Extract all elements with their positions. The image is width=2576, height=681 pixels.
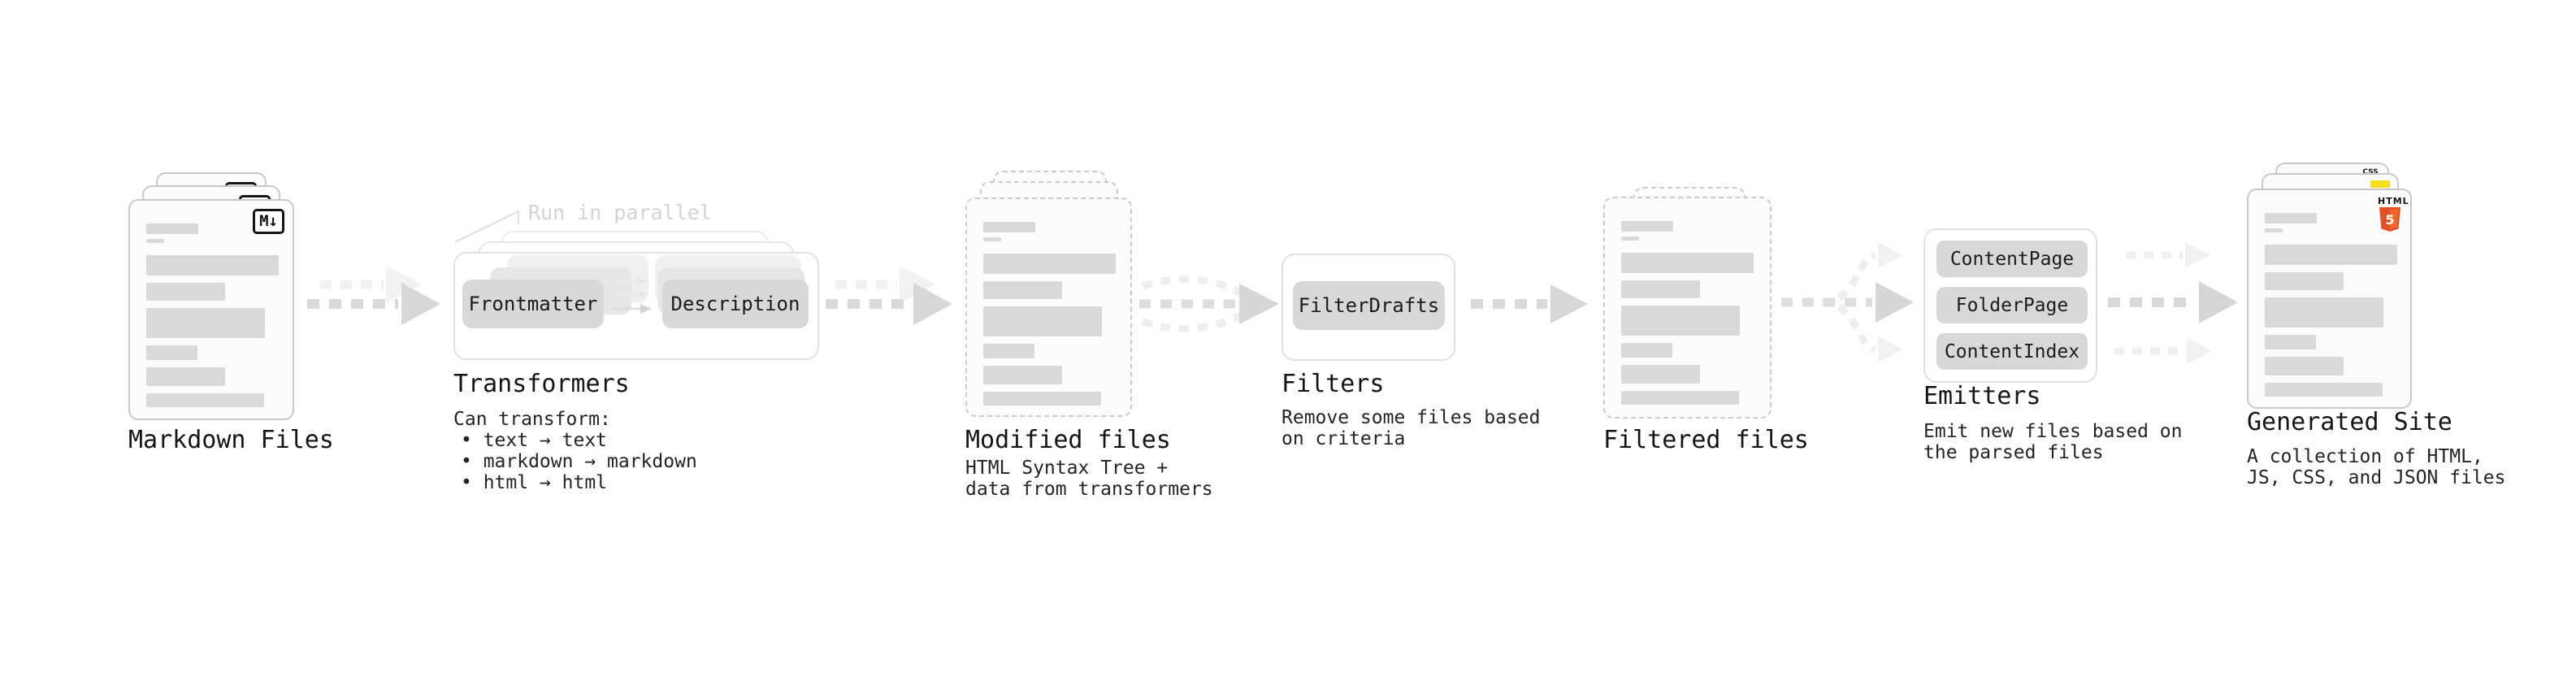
doc-text-placeholder-bars [983, 222, 1116, 406]
modified-files-label: Modified files [965, 426, 1171, 454]
doc-text-placeholder-bars [2265, 213, 2397, 397]
emitters-label: Emitters [1923, 382, 2041, 410]
markdown-files-label: Markdown Files [128, 426, 334, 454]
desc-line: Emit new files based on [1923, 421, 2183, 442]
desc-line: Can transform: [453, 409, 611, 430]
desc-line: JS, CSS, and JSON files [2247, 467, 2506, 488]
run-in-parallel-note: Run in parallel [528, 201, 712, 224]
doc-text-placeholder-bars [1621, 221, 1754, 405]
emitters-frame: ContentPage FolderPage ContentIndex [1923, 228, 2097, 383]
flow-arrow-transformers-to-modified [826, 266, 952, 325]
filters-description: Remove some files based on criteria [1281, 407, 1541, 449]
annotation-leader-line [454, 210, 520, 244]
doc-text-placeholder-bars [146, 223, 279, 407]
desc-line: on criteria [1281, 428, 1406, 449]
desc-line: data from transformers [965, 479, 1213, 500]
filters-label: Filters [1281, 370, 1385, 398]
emitters-description: Emit new files based on the parsed files [1923, 421, 2183, 463]
transformers-label: Transformers [453, 370, 630, 398]
modified-doc-front [965, 197, 1132, 417]
generated-site-description: A collection of HTML, JS, CSS, and JSON … [2247, 446, 2506, 488]
html5-icon-word: HTML [2378, 196, 2409, 206]
js-icon [2370, 180, 2390, 188]
modified-files-description: HTML Syntax Tree + data from transformer… [965, 458, 1213, 500]
flow-arrow-filters-to-filtered [1471, 284, 1588, 323]
contentpage-pill: ContentPage [1936, 241, 2088, 277]
markdown-icon: M↓ [253, 209, 284, 234]
fanout-arrows-filtered-to-emitters [1781, 242, 1914, 362]
desc-line: Remove some files based [1281, 407, 1541, 428]
desc-line: A collection of HTML, [2247, 446, 2483, 467]
desc-line: the parsed files [1923, 442, 2104, 463]
contentindex-pill: ContentIndex [1936, 333, 2088, 370]
html5-shield: 5 [2379, 207, 2400, 232]
frontmatter-pill: Frontmatter [462, 280, 604, 328]
markdown-doc-front: M↓ [128, 199, 294, 420]
site-doc-html: HTML 5 [2247, 189, 2412, 409]
output-arrows-emitters-to-site [2108, 242, 2238, 364]
filtered-doc-front [1603, 197, 1772, 419]
desc-bullet: • text → text [461, 430, 608, 451]
html5-icon: HTML 5 [2378, 196, 2409, 235]
desc-bullet: • markdown → markdown [461, 451, 697, 472]
flow-arrow-markdown-to-transformers [307, 266, 440, 325]
desc-line: HTML Syntax Tree + [965, 458, 1169, 479]
transformers-description: Can transform: • text → text • markdown … [453, 409, 697, 493]
css-icon-word: CSS [2362, 168, 2379, 176]
folderpage-pill: FolderPage [1936, 287, 2088, 323]
converge-arrow-modified-to-filters [1139, 275, 1279, 332]
filtered-files-label: Filtered files [1603, 426, 1809, 454]
pill-to-pill-arrows [611, 277, 652, 314]
filterdrafts-pill: FilterDrafts [1293, 281, 1445, 330]
generated-site-label: Generated Site [2247, 408, 2452, 436]
desc-bullet: • html → html [461, 472, 608, 493]
description-pill: Description [662, 280, 809, 328]
svg-text:5: 5 [2385, 212, 2394, 228]
